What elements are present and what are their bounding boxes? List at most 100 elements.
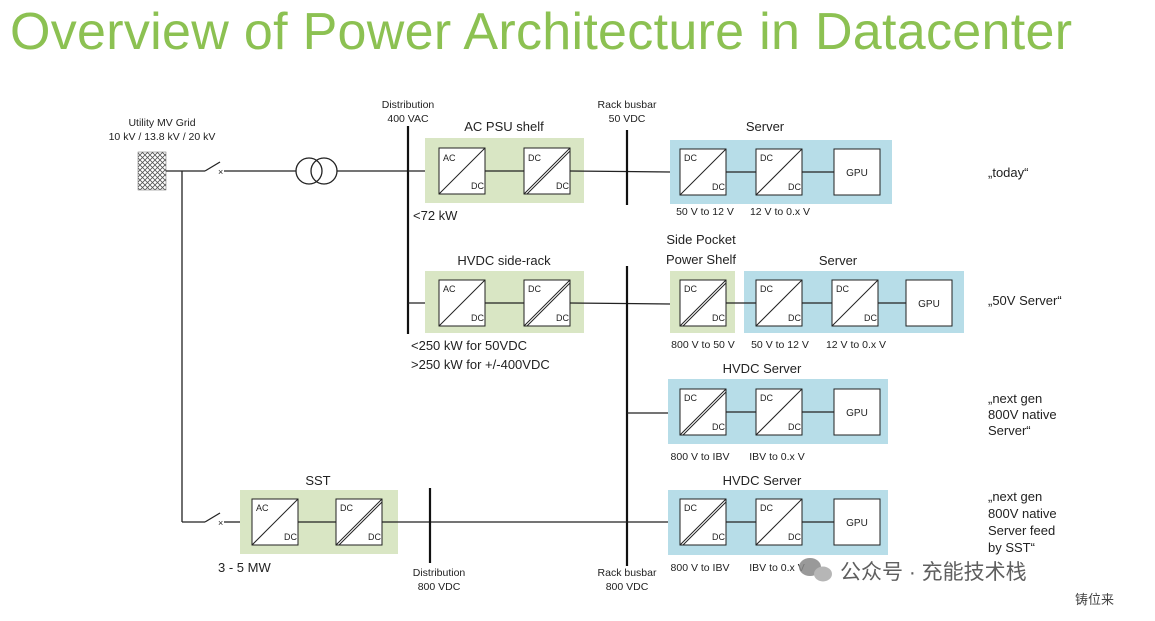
sst-power-rating: 3 - 5 MW <box>218 560 271 575</box>
sst-dcdc-converter: DC DC <box>335 498 383 546</box>
svg-text:DC: DC <box>712 313 725 323</box>
psu-acdc-converter: AC DC <box>438 147 486 195</box>
svg-text:AC: AC <box>256 503 269 513</box>
svg-text:DC: DC <box>788 313 801 323</box>
row3-conv1-label: 800 V to IBV <box>671 451 730 463</box>
svg-text:GPU: GPU <box>846 408 868 419</box>
row4-dcdc-1: DC DC <box>679 498 727 546</box>
switch-top-icon <box>204 161 221 172</box>
row3-dcdc-2: DC DC <box>755 388 803 436</box>
row4-note-4: by SST“ <box>988 540 1035 555</box>
svg-text:DC: DC <box>684 284 697 294</box>
svg-text:DC: DC <box>788 532 801 542</box>
row4-dcdc-2: DC DC <box>755 498 803 546</box>
svg-text:DC: DC <box>836 284 849 294</box>
row3-note-3: Server“ <box>988 423 1031 438</box>
svg-text:DC: DC <box>760 393 773 403</box>
row4-note-1: „next gen <box>988 489 1042 504</box>
row1-conv2-label: 12 V to 0.x V <box>750 206 810 218</box>
row3-note-2: 800V native <box>988 407 1057 422</box>
row2-gpu: GPU <box>905 279 953 327</box>
row1-dcdc-1: DC DC <box>679 148 727 196</box>
switch-bottom-x-icon: × <box>218 518 223 528</box>
row4-note-3: Server feed <box>988 523 1055 538</box>
row4-conv1-label: 800 V to IBV <box>671 562 730 574</box>
svg-text:DC: DC <box>284 532 297 542</box>
sidrack-acdc-converter: AC DC <box>438 279 486 327</box>
svg-text:DC: DC <box>528 284 541 294</box>
watermark-text: 公众号 · 充能技术栈 <box>840 561 1027 584</box>
svg-text:DC: DC <box>471 181 484 191</box>
svg-text:GPU: GPU <box>846 168 868 179</box>
svg-text:DC: DC <box>788 182 801 192</box>
row1-gpu: GPU <box>833 148 881 196</box>
ac-dist-voltage: 400 VAC <box>387 113 429 125</box>
svg-text:DC: DC <box>556 313 569 323</box>
dc-dist-name: Distribution <box>413 567 466 579</box>
row2-note: „50V Server“ <box>988 293 1062 308</box>
row1-note: „today“ <box>988 165 1028 180</box>
row2-dcdc-1: DC DC <box>755 279 803 327</box>
svg-text:DC: DC <box>528 153 541 163</box>
row3-note-1: „next gen <box>988 391 1042 406</box>
svg-text:DC: DC <box>760 153 773 163</box>
psu-shelf-label: AC PSU shelf <box>464 119 544 134</box>
row2-conv2-label: 12 V to 0.x V <box>826 339 886 351</box>
grid-source-icon <box>137 151 167 191</box>
svg-text:AC: AC <box>443 284 456 294</box>
sst-acdc-converter: AC DC <box>251 498 299 546</box>
svg-text:DC: DC <box>712 422 725 432</box>
row4-conv2-label: IBV to 0.x V <box>749 562 804 574</box>
pocket-label-2: Power Shelf <box>666 252 736 267</box>
grid-voltage: 10 kV / 13.8 kV / 20 kV <box>109 131 216 143</box>
grid-name: Utility MV Grid <box>128 117 195 129</box>
row2-conv0-label: 800 V to 50 V <box>671 339 735 351</box>
sst-label: SST <box>305 473 330 488</box>
sidrack-power-1: <250 kW for 50VDC <box>411 338 527 353</box>
svg-text:DC: DC <box>471 313 484 323</box>
psu-power-rating: <72 kW <box>413 208 458 223</box>
busbar-bottom-name: Rack busbar <box>598 567 657 579</box>
svg-text:DC: DC <box>684 503 697 513</box>
row1-conv1-label: 50 V to 12 V <box>676 206 734 218</box>
sidrack-power-2: >250 kW for +/-400VDC <box>411 357 550 372</box>
svg-text:DC: DC <box>712 182 725 192</box>
svg-text:DC: DC <box>760 284 773 294</box>
psu-dcdc-converter: DC DC <box>523 147 571 195</box>
switch-top-x-icon: × <box>218 167 223 177</box>
svg-text:DC: DC <box>788 422 801 432</box>
sidrack-dcdc-converter: DC DC <box>523 279 571 327</box>
watermark-sub: 铸位来 <box>1075 592 1114 607</box>
busbar-top-name: Rack busbar <box>598 99 657 111</box>
hvdc-sidrack-label: HVDC side-rack <box>457 253 551 268</box>
svg-text:DC: DC <box>368 532 381 542</box>
row4-note-2: 800V native <box>988 506 1057 521</box>
row4-gpu: GPU <box>833 498 881 546</box>
switch-bottom-icon <box>204 512 221 523</box>
line-sidrack-to-pocket <box>569 302 671 305</box>
row1-server-label: Server <box>746 119 785 134</box>
ac-dist-name: Distribution <box>382 99 435 111</box>
svg-text:DC: DC <box>684 153 697 163</box>
svg-text:DC: DC <box>556 181 569 191</box>
row2-server-label: Server <box>819 253 858 268</box>
line-psu-to-busbar <box>569 170 671 173</box>
svg-text:GPU: GPU <box>918 299 940 310</box>
wechat-icon <box>799 558 832 582</box>
row3-conv2-label: IBV to 0.x V <box>749 451 804 463</box>
pocket-dcdc-converter: DC DC <box>679 279 727 327</box>
row3-server-label: HVDC Server <box>723 361 802 376</box>
svg-text:AC: AC <box>443 153 456 163</box>
busbar-bottom-voltage: 800 VDC <box>606 581 649 593</box>
row1-dcdc-2: DC DC <box>755 148 803 196</box>
busbar-top-voltage: 50 VDC <box>609 113 646 125</box>
row2-dcdc-2: DC DC <box>831 279 879 327</box>
transformer-icon <box>295 157 338 185</box>
row3-gpu: GPU <box>833 388 881 436</box>
watermark: 公众号 · 充能技术栈 铸位来 <box>799 558 1114 607</box>
row4-server-label: HVDC Server <box>723 473 802 488</box>
svg-text:DC: DC <box>340 503 353 513</box>
svg-text:DC: DC <box>760 503 773 513</box>
